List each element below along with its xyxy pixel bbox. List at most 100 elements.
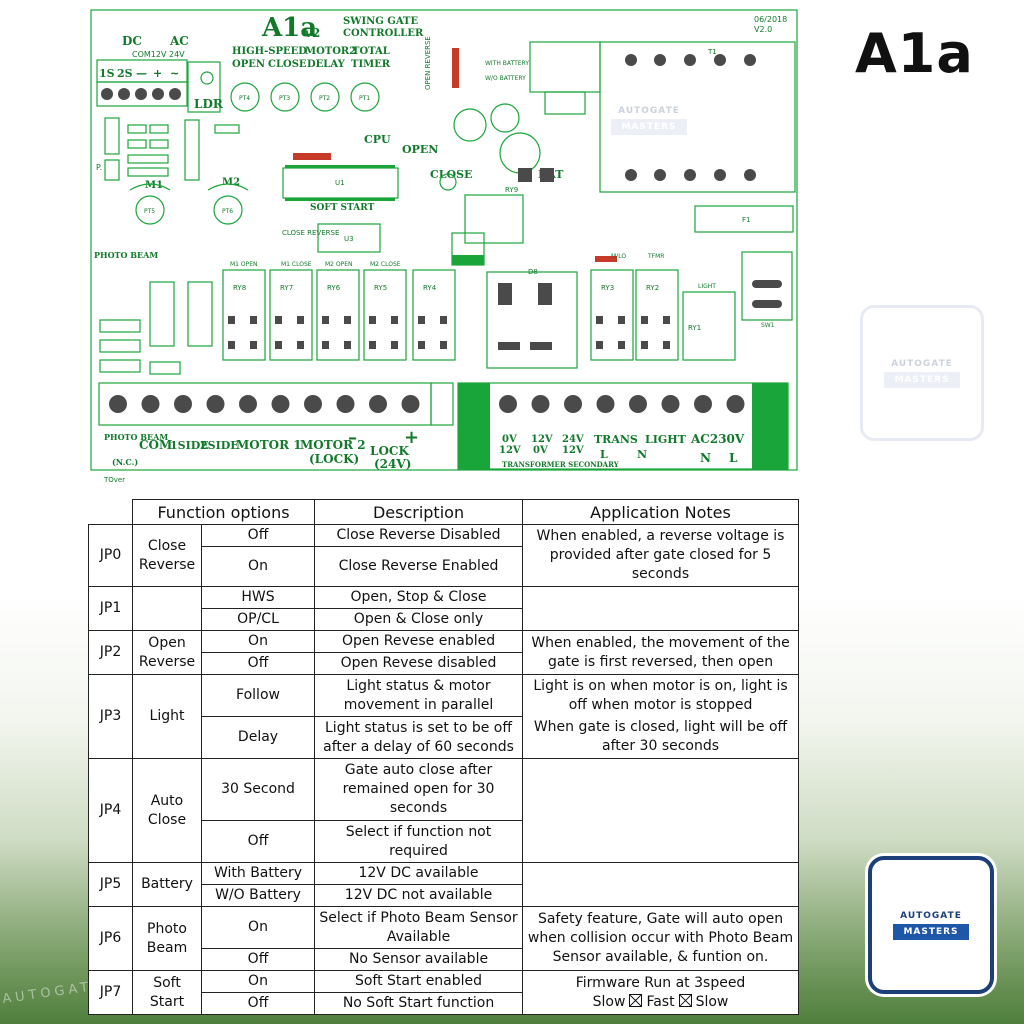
svg-text:MOTOR 2: MOTOR 2 bbox=[300, 438, 366, 452]
svg-text:0V: 0V bbox=[533, 445, 548, 456]
arrow-box-icon bbox=[629, 993, 643, 1007]
svg-text:12V: 12V bbox=[562, 445, 584, 456]
terminal-screw bbox=[661, 395, 680, 413]
relay-pin bbox=[344, 341, 351, 349]
svg-text:~: ~ bbox=[170, 67, 179, 80]
function-name bbox=[132, 586, 202, 631]
board-date: 06/2018 bbox=[754, 15, 787, 24]
wo-battery-label: W/O BATTERY bbox=[485, 75, 526, 82]
fuse-f1 bbox=[694, 205, 794, 233]
terminal-screw bbox=[141, 395, 160, 413]
svg-text:(LOCK): (LOCK) bbox=[309, 452, 359, 466]
svg-text:N: N bbox=[637, 448, 647, 461]
svg-text:1SIDE: 1SIDE bbox=[170, 439, 209, 452]
option-description: Close Reverse Enabled bbox=[314, 546, 524, 587]
svg-text:0V: 0V bbox=[502, 434, 517, 445]
function-name: Battery bbox=[132, 862, 202, 907]
function-name: Soft Start bbox=[132, 970, 202, 1015]
option-description: Soft Start enabled bbox=[314, 970, 524, 993]
relay-label: RY5 bbox=[374, 284, 387, 292]
svg-text:PT3: PT3 bbox=[279, 95, 290, 102]
lock-plus-sign: + bbox=[404, 427, 419, 448]
svg-text:2S: 2S bbox=[117, 67, 133, 80]
cpu-pins bbox=[285, 165, 395, 201]
relay-head-5: M/LO bbox=[611, 253, 626, 260]
relay-pin bbox=[344, 316, 351, 324]
pot-sub-4: TIMER bbox=[351, 59, 391, 70]
header-application-notes: Application Notes bbox=[522, 499, 800, 525]
relay-pin bbox=[228, 316, 235, 324]
pot-sub-1: OPEN bbox=[232, 59, 265, 70]
svg-text:SW1: SW1 bbox=[761, 322, 775, 329]
option-value: On bbox=[200, 970, 316, 993]
tover-label: TOver bbox=[103, 476, 125, 484]
relay-pin bbox=[418, 341, 425, 349]
jumper-id: JP3 bbox=[88, 674, 133, 759]
application-note bbox=[522, 758, 800, 863]
close-reverse-board: CLOSE REVERSE bbox=[282, 229, 339, 237]
power-row-label: COM12V 24V bbox=[132, 50, 185, 59]
option-description: Light status & motor movement in paralle… bbox=[314, 674, 524, 717]
svg-text:—: — bbox=[136, 67, 147, 80]
board-title-2: CONTROLLER bbox=[343, 28, 424, 39]
option-description: Light status is set to be off after a de… bbox=[314, 716, 524, 759]
relay-pin bbox=[250, 341, 257, 349]
main-terminal-screws bbox=[109, 395, 420, 413]
terminal-screw bbox=[304, 395, 322, 413]
jumper-id: JP7 bbox=[88, 970, 133, 1015]
option-description: 12V DC available bbox=[314, 862, 524, 885]
relay bbox=[222, 269, 266, 361]
svg-text:+: + bbox=[153, 67, 162, 80]
application-note-text: Firmware Run at 3speed bbox=[575, 974, 746, 991]
relay-label: RY2 bbox=[646, 284, 659, 292]
board-version: V2.0 bbox=[754, 25, 772, 34]
application-note: When enabled, a reverse voltage is provi… bbox=[522, 524, 800, 587]
option-description: Gate auto close after remained open for … bbox=[314, 758, 524, 821]
option-value: Follow bbox=[200, 674, 316, 717]
application-note: When enabled, the movement of the gate i… bbox=[522, 630, 800, 675]
transformer-pins bbox=[625, 54, 756, 181]
svg-text:TRANSFORMER SECONDARY: TRANSFORMER SECONDARY bbox=[502, 460, 620, 469]
jumper-id: JP5 bbox=[88, 862, 133, 907]
option-description: Select if function not required bbox=[314, 820, 524, 863]
relay-head-3: M2 OPEN bbox=[325, 261, 353, 268]
left-components bbox=[104, 117, 240, 181]
relay-pin bbox=[369, 316, 376, 324]
pot-sub-3: DELAY bbox=[307, 59, 346, 70]
relay-head-4: M2 CLOSE bbox=[370, 261, 401, 268]
relay bbox=[412, 269, 456, 361]
relay bbox=[635, 269, 679, 361]
relay-pin bbox=[440, 341, 447, 349]
board-model: A1a bbox=[261, 13, 317, 43]
function-name: Auto Close bbox=[132, 758, 202, 863]
relay-pin bbox=[250, 316, 257, 324]
terminal-screw bbox=[109, 395, 127, 413]
switch-sw1 bbox=[741, 251, 793, 321]
relay-pin bbox=[369, 341, 376, 349]
option-description: Open & Close only bbox=[314, 608, 524, 631]
option-value: OP/CL bbox=[200, 608, 316, 631]
relay bbox=[590, 269, 634, 361]
relay-label: RY8 bbox=[233, 284, 246, 292]
svg-text:L: L bbox=[600, 448, 608, 461]
svg-text:PT2: PT2 bbox=[319, 95, 330, 102]
board-title-1: SWING GATE bbox=[343, 16, 418, 27]
jumper-id: JP1 bbox=[88, 586, 133, 631]
svg-text:N: N bbox=[700, 451, 711, 465]
u3-label: U3 bbox=[344, 235, 354, 243]
board-outline bbox=[90, 9, 798, 471]
relay-pin bbox=[322, 341, 329, 349]
board-model-sub: v2 bbox=[304, 26, 320, 40]
ldr-label: LDR bbox=[194, 97, 224, 111]
speed-step: Slow bbox=[695, 993, 729, 1010]
soft-start-label: SOFT START bbox=[310, 203, 375, 213]
